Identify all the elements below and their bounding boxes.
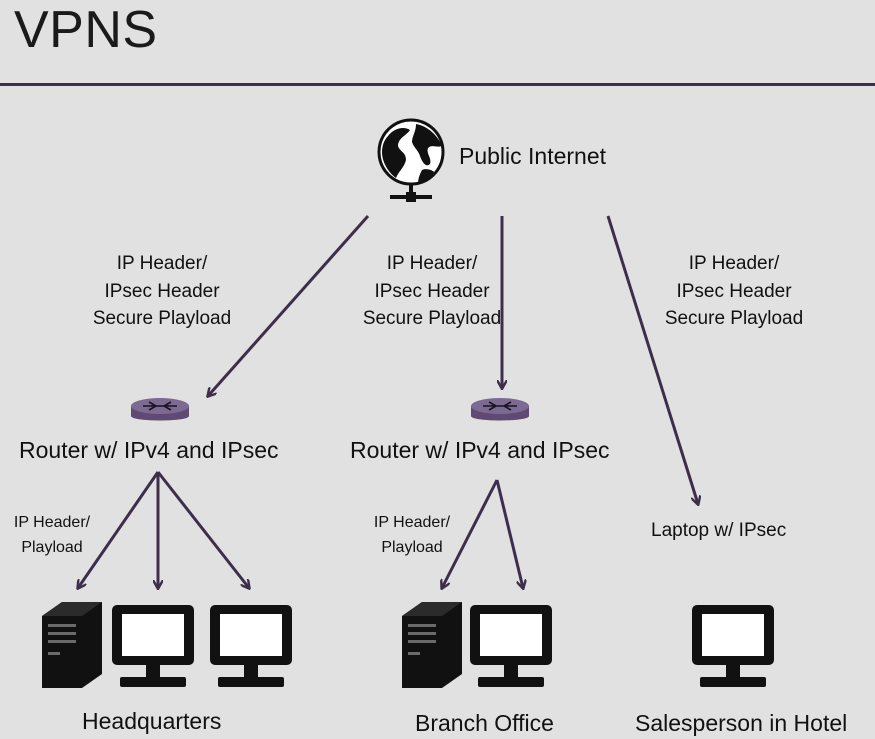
site-label-headquarters: Headquarters bbox=[82, 708, 222, 734]
local-label-line: IP Header/ bbox=[13, 514, 91, 531]
internet-label: Public Internet bbox=[459, 143, 607, 169]
monitor-icon bbox=[210, 605, 292, 687]
packet-label-line: IPsec Header bbox=[676, 280, 792, 302]
monitor-icon bbox=[112, 605, 194, 687]
desktop-tower-icon bbox=[402, 602, 462, 688]
local-packet-label-2: IP Header/ Playload bbox=[366, 510, 458, 560]
packet-label-line: Secure Playload bbox=[664, 308, 804, 329]
site-label-branch-office: Branch Office bbox=[415, 710, 554, 736]
arrow-router2-to-pc4 bbox=[442, 479, 499, 588]
local-label-line: Playload bbox=[21, 539, 83, 556]
packet-label-line: IP Header/ bbox=[688, 253, 780, 274]
arrow-internet-to-laptop bbox=[606, 215, 698, 504]
router-icon bbox=[131, 398, 189, 421]
globe-network-icon bbox=[377, 118, 445, 202]
router-2-label: Router w/ IPv4 and IPsec bbox=[350, 437, 610, 463]
packet-label-line: IP Header/ bbox=[116, 253, 208, 274]
local-label-line: Playload bbox=[381, 539, 443, 556]
packet-label-line: IPsec Header bbox=[104, 280, 220, 302]
site-label-hotel: Salesperson in Hotel bbox=[635, 710, 848, 736]
monitor-icon bbox=[692, 605, 774, 687]
packet-label-3: IP Header/ IPsec Header Secure Playload bbox=[654, 250, 814, 333]
arrow-router2-to-pc5 bbox=[495, 479, 523, 588]
packet-label-line: IP Header/ bbox=[386, 253, 478, 274]
local-label-line: IP Header/ bbox=[373, 514, 451, 531]
local-packet-label-1: IP Header/ Playload bbox=[6, 510, 98, 560]
arrow-internet-to-router-1 bbox=[208, 215, 370, 396]
packet-label-line: Secure Playload bbox=[362, 308, 502, 329]
router-icon bbox=[471, 398, 529, 421]
laptop-label: Laptop w/ IPsec bbox=[651, 520, 787, 541]
packet-label-2: IP Header/ IPsec Header Secure Playload bbox=[352, 250, 512, 333]
monitor-icon bbox=[470, 605, 552, 687]
arrow-router1-to-pc1 bbox=[78, 471, 160, 588]
desktop-tower-icon bbox=[42, 602, 102, 688]
router-1-label: Router w/ IPv4 and IPsec bbox=[19, 437, 279, 463]
title-divider bbox=[0, 83, 875, 86]
arrow-router1-to-pc3 bbox=[156, 471, 249, 588]
packet-label-line: IPsec Header bbox=[374, 280, 490, 302]
page-title: VPNS bbox=[14, 1, 158, 59]
packet-label-line: Secure Playload bbox=[92, 308, 232, 329]
packet-label-1: IP Header/ IPsec Header Secure Playload bbox=[82, 250, 242, 333]
